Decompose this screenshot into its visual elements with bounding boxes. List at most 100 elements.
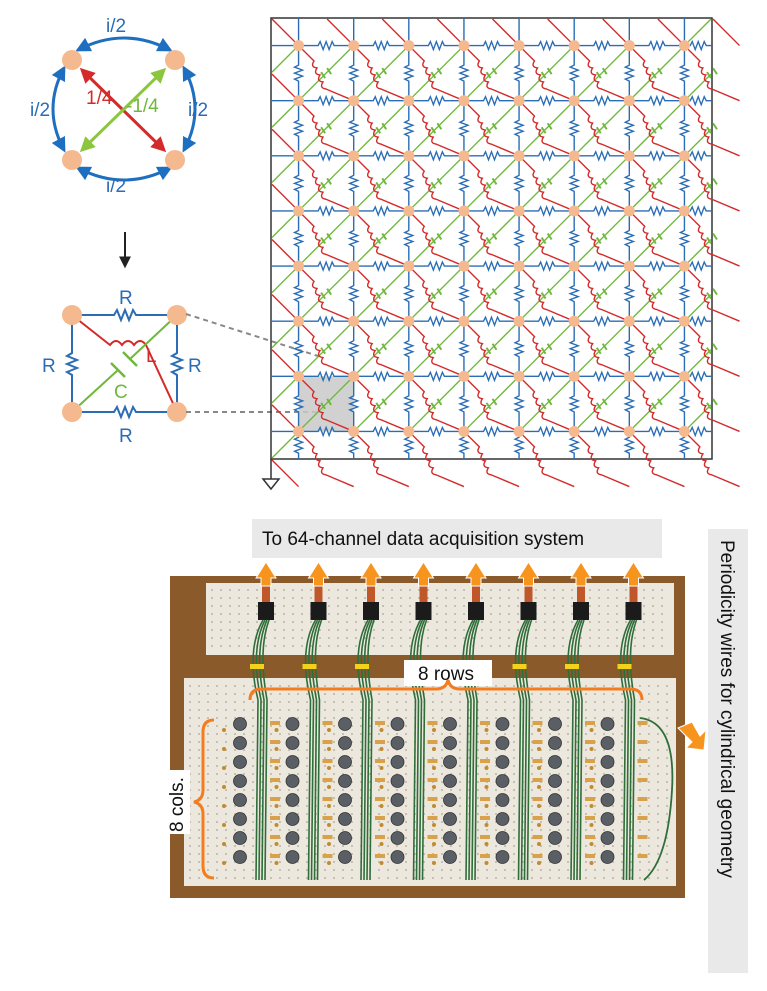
lattice-inductor (298, 210, 354, 267)
lattice-resistor (519, 425, 575, 438)
periodicity-label-box (708, 529, 748, 973)
lattice-resistor (513, 100, 526, 156)
breadboard-hole (337, 589, 339, 591)
lattice-node (293, 40, 305, 52)
breadboard-hole (549, 701, 551, 703)
lattice-resistor (623, 321, 636, 377)
breadboard-hole (270, 725, 272, 727)
inductor-component (233, 774, 247, 788)
lattice-capacitor-plate (436, 67, 443, 75)
breadboard-hole (643, 589, 645, 591)
breadboard-hole (477, 725, 479, 727)
breadboard-hole (319, 629, 321, 631)
lattice-capacitor-plate (326, 288, 332, 296)
lattice-resistor (408, 204, 464, 217)
breadboard-hole (198, 725, 200, 727)
breadboard-hole (351, 685, 353, 687)
daq-callout-arrow (412, 561, 435, 587)
breadboard-hole (639, 757, 641, 759)
daq-label-box (252, 519, 662, 558)
lattice-resistor (402, 376, 415, 432)
lattice-resistor (347, 376, 360, 432)
breadboard-hole (324, 805, 326, 807)
breadboard-hole (229, 629, 231, 631)
lattice-resistor (298, 370, 354, 383)
lattice-capacitor-plate (651, 402, 657, 410)
breadboard-hole (247, 613, 249, 615)
breadboard-hole (252, 805, 254, 807)
breadboard-hole (207, 789, 209, 791)
lattice-capacitor (353, 155, 410, 212)
breadboard-hole (216, 805, 218, 807)
breadboard-hole (405, 725, 407, 727)
breadboard-hole (189, 733, 191, 735)
breadboard-hole (409, 621, 411, 623)
lattice-node (623, 315, 635, 327)
breadboard-hole (603, 733, 605, 735)
inductor-component (285, 774, 300, 788)
resistor-component (375, 854, 385, 858)
lattice-capacitor-plate (485, 126, 492, 134)
breadboard-hole (661, 637, 663, 639)
breadboard-hole (387, 869, 389, 871)
breadboard-hole (567, 781, 569, 783)
breadboard-hole (468, 741, 470, 743)
breadboard-hole (279, 725, 281, 727)
capacitor-component (379, 804, 384, 808)
breadboard-hole (369, 741, 371, 743)
capacitor-component (379, 861, 384, 865)
lattice-node (458, 425, 470, 437)
breadboard-hole (567, 789, 569, 791)
breadboard-hole (351, 717, 353, 719)
breadboard-hole (198, 701, 200, 703)
breadboard-hole (382, 605, 384, 607)
breadboard-hole (189, 725, 191, 727)
resistor-component (532, 759, 543, 763)
breadboard-hole (499, 613, 501, 615)
lattice-node (293, 315, 305, 327)
breadboard-hole (297, 717, 299, 719)
breadboard-hole (652, 645, 654, 647)
breadboard-hole (459, 781, 461, 783)
breadboard-hole (207, 717, 209, 719)
lattice-inductor (298, 155, 354, 212)
lattice-inductor (628, 155, 685, 212)
breadboard-hole (612, 773, 614, 775)
daq-callout-arrow (307, 561, 330, 587)
breadboard-hole (432, 821, 434, 823)
breadboard-hole (306, 853, 308, 855)
breadboard-hole (594, 757, 596, 759)
breadboard-hole (508, 629, 510, 631)
breadboard-hole (189, 749, 191, 751)
breadboard-hole (396, 733, 398, 735)
breadboard-hole (504, 701, 506, 703)
inductor-component (390, 755, 405, 769)
breadboard-hole (378, 813, 380, 815)
breadboard-hole (562, 605, 564, 607)
lattice-capacitor-plate (381, 232, 388, 241)
breadboard-hole (504, 693, 506, 695)
ribbon-cable (314, 584, 323, 602)
daq-label: To 64-channel data acquisition system (262, 529, 584, 550)
breadboard-hole (261, 741, 263, 743)
breadboard-hole (553, 645, 555, 647)
breadboard-hole (189, 693, 191, 695)
coupling-label-right: i/2 (188, 100, 208, 121)
lattice-inductor (628, 375, 685, 433)
lattice-resistor (457, 431, 470, 459)
lattice-inductor (683, 100, 740, 157)
breadboard-hole (220, 637, 222, 639)
breadboard-hole (396, 845, 398, 847)
breadboard-hole (225, 765, 227, 767)
lattice-capacitor-plate (601, 343, 608, 351)
ribbon-cable (577, 584, 585, 602)
breadboard-hole (243, 709, 245, 711)
breadboard-hole (229, 645, 231, 647)
breadboard-hole (598, 597, 600, 599)
inductor-component (233, 812, 247, 826)
breadboard-hole (648, 797, 650, 799)
breadboard-hole (274, 597, 276, 599)
breadboard-hole (657, 805, 659, 807)
breadboard-hole (427, 629, 429, 631)
breadboard-hole (621, 861, 623, 863)
